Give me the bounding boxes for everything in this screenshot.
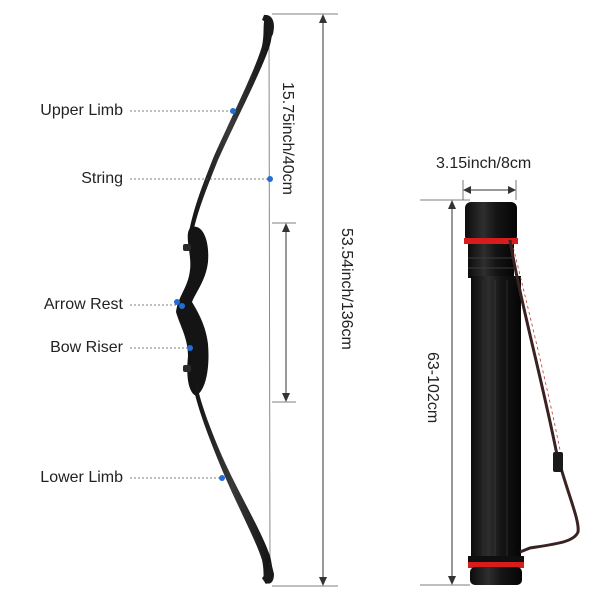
arrow-rest-marker-2 [179,303,185,309]
quiver-strap [508,239,580,554]
label-string: String [81,170,123,187]
limb-dim-arrow-down [282,393,290,402]
bow-string [268,21,271,581]
lower-limb-tip [262,558,274,584]
quiver-bottom-cap [470,567,522,585]
quiver-length-text: 63-102cm [424,352,441,424]
label-arrow-rest: Arrow Rest [43,296,123,313]
lower-limb-bolt [183,365,191,372]
quiver-bottom-band [468,562,524,568]
quiver-collar [468,244,514,278]
quiver-width-arrow-left [463,186,471,194]
bow-riser-body [176,226,209,396]
label-lower-limb: Lower Limb [40,469,123,486]
quiver-diameter-text: 3.15inch/8cm [436,155,532,172]
quiver-top-band [464,238,518,244]
upper-limb-marker [230,108,236,114]
quiver-length-arrow-down [448,576,456,585]
arrow-rest-marker [174,299,180,305]
bow-length-text: 53.54inch/136cm [338,228,355,350]
quiver-tube-body [471,276,521,562]
string-marker [267,176,273,182]
limb-length-text: 15.75inch/40cm [279,82,296,195]
upper-limb-tip [262,14,274,44]
label-bow-riser: Bow Riser [50,339,123,356]
upper-limb [188,16,273,238]
bow-dim-arrow-down [319,577,327,586]
upper-limb-bolt [183,244,191,251]
lower-limb-marker [219,475,225,481]
quiver-cap [465,202,517,242]
quiver-width-arrow-right [508,186,516,194]
label-upper-limb: Upper Limb [40,102,123,119]
bow-dim-arrow-up [319,14,327,23]
strap-buckle [553,452,563,472]
lower-limb [192,380,273,584]
bow-riser-marker [187,345,193,351]
quiver-length-arrow-up [448,200,456,209]
quiver [464,202,524,585]
limb-dim-arrow-up [282,223,290,232]
